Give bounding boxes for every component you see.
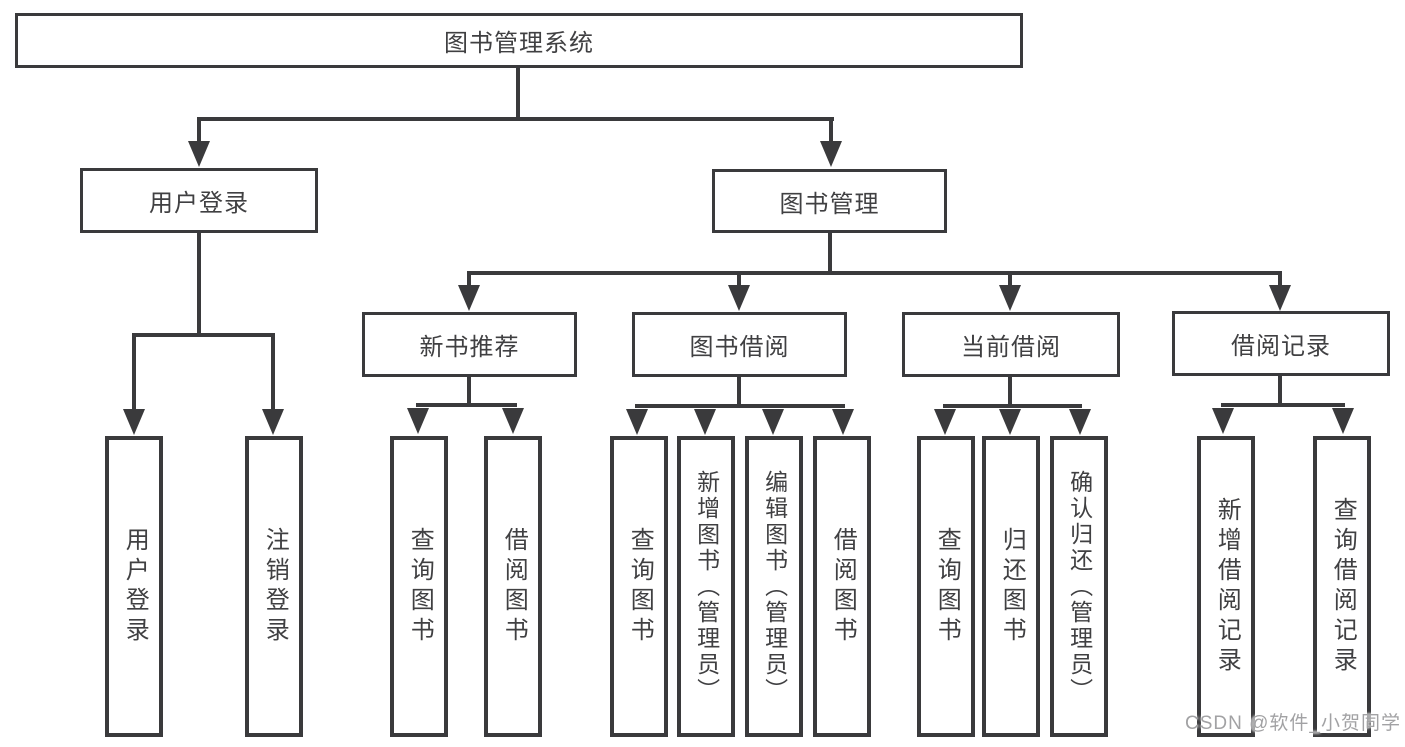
arrow-down-icon bbox=[832, 409, 854, 435]
leaf-return-books-label: 归还图书 bbox=[998, 526, 1026, 647]
node-borrow-records-label: 借阅记录 bbox=[1231, 333, 1331, 360]
connector-line bbox=[737, 273, 741, 287]
leaf-user-login-label: 用户登录 bbox=[121, 526, 149, 647]
leaf-return-books: 归还图书 bbox=[982, 436, 1040, 737]
leaf-add-book-admin-label: 新增图书（管理员） bbox=[693, 469, 720, 704]
connector-line bbox=[467, 375, 471, 407]
node-user-login: 用户登录 bbox=[80, 168, 318, 233]
leaf-add-book-admin: 新增图书（管理员） bbox=[677, 436, 735, 737]
connector-line bbox=[132, 333, 275, 337]
connector-line bbox=[943, 404, 1082, 408]
connector-line bbox=[271, 335, 275, 411]
leaf-query-borrow-record: 查询借阅记录 bbox=[1313, 436, 1371, 737]
leaf-borrow-books-label: 借阅图书 bbox=[829, 526, 857, 647]
node-new-book-recommend: 新书推荐 bbox=[362, 312, 577, 377]
leaf-query-books-recommend-label: 查询图书 bbox=[406, 526, 434, 647]
leaf-confirm-return-admin: 确认归还（管理员） bbox=[1050, 436, 1108, 737]
leaf-add-borrow-record-label: 新增借阅记录 bbox=[1213, 496, 1241, 677]
arrow-down-icon bbox=[407, 408, 429, 434]
arrow-down-icon bbox=[934, 409, 956, 435]
leaf-borrow-books: 借阅图书 bbox=[813, 436, 871, 737]
leaf-logout-login-label: 注销登录 bbox=[261, 526, 289, 647]
arrow-down-icon bbox=[1069, 409, 1091, 435]
connector-line bbox=[1278, 273, 1282, 287]
watermark: CSDN @软件_小贺同学 bbox=[1185, 713, 1401, 734]
leaf-user-login: 用户登录 bbox=[105, 436, 163, 737]
leaf-borrow-books-recommend-label: 借阅图书 bbox=[500, 526, 528, 647]
leaf-query-borrow-record-label: 查询借阅记录 bbox=[1329, 496, 1357, 677]
leaf-query-books-current-label: 查询图书 bbox=[933, 526, 961, 647]
connector-line bbox=[197, 121, 201, 143]
connector-line bbox=[416, 403, 517, 407]
leaf-edit-book-admin-label: 编辑图书（管理员） bbox=[761, 469, 788, 704]
arrow-down-icon bbox=[694, 409, 716, 435]
arrow-down-icon bbox=[728, 285, 750, 311]
arrow-down-icon bbox=[123, 409, 145, 435]
node-book-borrow: 图书借阅 bbox=[632, 312, 847, 377]
node-borrow-records: 借阅记录 bbox=[1172, 311, 1390, 376]
node-book-management-label: 图书管理 bbox=[779, 190, 880, 218]
connector-line bbox=[828, 231, 832, 275]
connector-line bbox=[1008, 273, 1012, 287]
arrow-down-icon bbox=[262, 409, 284, 435]
leaf-query-books-borrow-label: 查询图书 bbox=[626, 526, 654, 647]
connector-line bbox=[1008, 375, 1012, 408]
node-root-label: 图书管理系统 bbox=[444, 30, 594, 57]
leaf-logout-login: 注销登录 bbox=[245, 436, 303, 737]
node-current-borrow-label: 当前借阅 bbox=[961, 334, 1061, 361]
connector-line bbox=[1221, 403, 1345, 407]
arrow-down-icon bbox=[1212, 408, 1234, 434]
arrow-down-icon bbox=[762, 409, 784, 435]
connector-line bbox=[737, 375, 741, 408]
leaf-query-books-recommend: 查询图书 bbox=[390, 436, 448, 737]
connector-line bbox=[467, 271, 1282, 275]
arrow-down-icon bbox=[502, 408, 524, 434]
connector-line bbox=[132, 335, 136, 411]
leaf-borrow-books-recommend: 借阅图书 bbox=[484, 436, 542, 737]
node-book-management: 图书管理 bbox=[712, 169, 947, 233]
connector-line bbox=[516, 66, 520, 119]
node-current-borrow: 当前借阅 bbox=[902, 312, 1120, 377]
connector-line bbox=[197, 231, 201, 335]
arrow-down-icon bbox=[626, 409, 648, 435]
arrow-down-icon bbox=[999, 409, 1021, 435]
leaf-edit-book-admin: 编辑图书（管理员） bbox=[745, 436, 803, 737]
connector-line bbox=[1278, 374, 1282, 407]
connector-line bbox=[635, 404, 845, 408]
arrow-down-icon bbox=[458, 285, 480, 311]
arrow-down-icon bbox=[820, 141, 842, 167]
node-user-login-label: 用户登录 bbox=[149, 190, 249, 217]
connector-line bbox=[467, 273, 471, 287]
node-root: 图书管理系统 bbox=[15, 13, 1023, 68]
leaf-query-books-current: 查询图书 bbox=[917, 436, 975, 737]
leaf-add-borrow-record: 新增借阅记录 bbox=[1197, 436, 1255, 737]
leaf-confirm-return-admin-label: 确认归还（管理员） bbox=[1066, 469, 1093, 704]
node-book-borrow-label: 图书借阅 bbox=[689, 334, 790, 361]
leaf-query-books-borrow: 查询图书 bbox=[610, 436, 668, 737]
connector-line bbox=[197, 117, 834, 121]
node-new-book-recommend-label: 新书推荐 bbox=[419, 334, 520, 361]
arrow-down-icon bbox=[1332, 408, 1354, 434]
connector-line bbox=[829, 121, 833, 143]
arrow-down-icon bbox=[1269, 285, 1291, 311]
arrow-down-icon bbox=[188, 141, 210, 167]
arrow-down-icon bbox=[999, 285, 1021, 311]
